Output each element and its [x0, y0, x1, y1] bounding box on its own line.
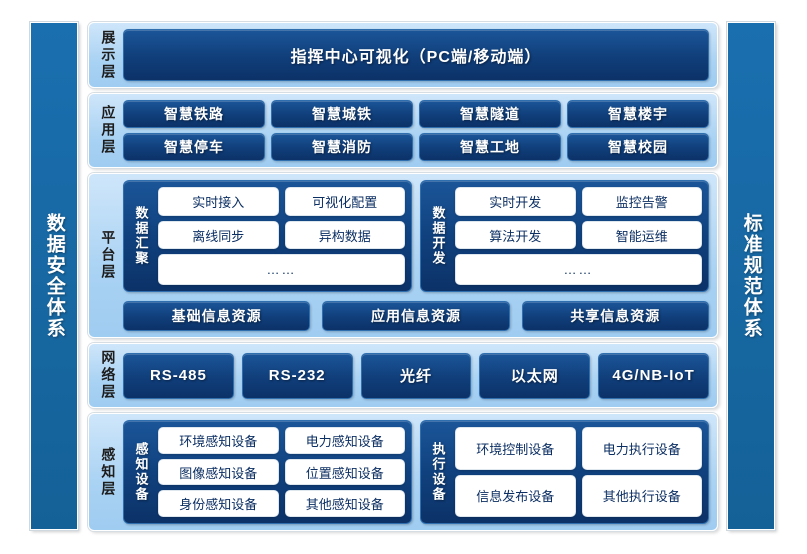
- layer-network-label: 网络层: [100, 350, 117, 401]
- sensing-item-environment[interactable]: 环境感知设备: [158, 427, 279, 454]
- aggregation-item-heterogeneous-data[interactable]: 异构数据: [284, 220, 405, 250]
- platform-group-data-development-items: 实时开发 监控告警 算法开发 智能运维 ……: [455, 187, 702, 286]
- aggregation-item-offline-sync[interactable]: 离线同步: [158, 220, 279, 250]
- app-item-smart-parking[interactable]: 智慧停车: [123, 133, 265, 161]
- aggregation-row-2: 离线同步 异构数据: [158, 220, 405, 250]
- sensing-item-location[interactable]: 位置感知设备: [284, 458, 405, 486]
- app-item-smart-firefighting[interactable]: 智慧消防: [271, 133, 413, 161]
- layer-stack: 展示层 指挥中心可视化（PC端/移动端） 应用层 智慧铁路 智慧城铁 智慧隧道 …: [88, 22, 718, 531]
- platform-group-data-aggregation-title: 数据汇聚: [133, 206, 149, 266]
- aggregation-item-visual-config[interactable]: 可视化配置: [284, 187, 405, 216]
- development-row-1: 实时开发 监控告警: [455, 187, 702, 216]
- development-item-realtime-dev[interactable]: 实时开发: [455, 187, 576, 216]
- app-item-smart-tunnel[interactable]: 智慧隧道: [419, 100, 561, 128]
- aggregation-item-realtime-access[interactable]: 实时接入: [158, 187, 279, 216]
- sensing-row-3: 身份感知设备 其他感知设备: [158, 490, 405, 518]
- development-row-2: 算法开发 智能运维: [455, 220, 702, 250]
- app-item-smart-urban-rail[interactable]: 智慧城铁: [271, 100, 413, 128]
- sensing-item-image[interactable]: 图像感知设备: [158, 458, 279, 486]
- actuating-item-power-execution[interactable]: 电力执行设备: [581, 427, 702, 470]
- layer-perception-body: 感知设备 环境感知设备 电力感知设备 图像感知设备 位置感知设备: [123, 420, 709, 524]
- perception-group-actuating-devices-items: 环境控制设备 电力执行设备 信息发布设备 其他执行设备: [455, 427, 702, 517]
- development-item-monitoring-alarm[interactable]: 监控告警: [581, 187, 702, 216]
- layer-application-body: 智慧铁路 智慧城铁 智慧隧道 智慧楼宇 智慧停车 智慧消防 智慧工地 智慧校园: [123, 100, 709, 161]
- layer-display-label: 展示层: [100, 29, 117, 81]
- aggregation-item-more[interactable]: ……: [158, 254, 405, 286]
- application-row-1: 智慧铁路 智慧城铁 智慧隧道 智慧楼宇: [123, 100, 709, 128]
- resource-application-information[interactable]: 应用信息资源: [322, 301, 510, 331]
- platform-group-data-aggregation-items: 实时接入 可视化配置 离线同步 异构数据 ……: [158, 187, 405, 286]
- pillar-right-label: 标准规范体系: [740, 213, 762, 339]
- actuating-item-information-release[interactable]: 信息发布设备: [455, 474, 576, 517]
- layer-platform-label: 平台层: [100, 230, 117, 281]
- perception-group-sensing-devices-items: 环境感知设备 电力感知设备 图像感知设备 位置感知设备 身份感知设备 其他感知设…: [158, 427, 405, 518]
- app-item-smart-construction-site[interactable]: 智慧工地: [419, 133, 561, 161]
- development-item-intelligent-ops[interactable]: 智能运维: [581, 220, 702, 250]
- actuating-item-environment-control[interactable]: 环境控制设备: [455, 427, 576, 470]
- display-command-center-box[interactable]: 指挥中心可视化（PC端/移动端）: [123, 29, 709, 81]
- platform-groups: 数据汇聚 实时接入 可视化配置 离线同步 异构数据 ……: [123, 180, 709, 292]
- actuating-item-other[interactable]: 其他执行设备: [581, 474, 702, 517]
- app-item-smart-campus[interactable]: 智慧校园: [567, 133, 709, 161]
- sensing-item-other[interactable]: 其他感知设备: [284, 490, 405, 518]
- layer-application: 应用层 智慧铁路 智慧城铁 智慧隧道 智慧楼宇 智慧停车 智慧消防 智慧工地 智…: [88, 93, 718, 168]
- app-item-smart-building[interactable]: 智慧楼宇: [567, 100, 709, 128]
- resource-basic-information[interactable]: 基础信息资源: [123, 301, 311, 331]
- network-item-fiber[interactable]: 光纤: [360, 352, 472, 399]
- development-item-more[interactable]: ……: [455, 254, 702, 286]
- actuating-row-2: 信息发布设备 其他执行设备: [455, 474, 702, 517]
- resource-shared-information[interactable]: 共享信息资源: [521, 301, 709, 331]
- network-item-rs232[interactable]: RS-232: [241, 352, 353, 399]
- network-item-ethernet[interactable]: 以太网: [479, 352, 591, 399]
- platform-group-data-development-title: 数据开发: [430, 206, 446, 266]
- layer-perception-label: 感知层: [100, 446, 117, 498]
- layer-platform: 平台层 数据汇聚 实时接入 可视化配置 离线同步 异: [88, 173, 718, 338]
- layer-perception: 感知层 感知设备 环境感知设备 电力感知设备 图像感知设备: [88, 413, 718, 531]
- application-row-2: 智慧停车 智慧消防 智慧工地 智慧校园: [123, 133, 709, 161]
- layer-platform-body: 数据汇聚 实时接入 可视化配置 离线同步 异构数据 ……: [123, 180, 709, 331]
- layer-application-label: 应用层: [100, 105, 117, 156]
- platform-resources: 基础信息资源 应用信息资源 共享信息资源: [123, 301, 709, 331]
- pillar-data-security: 数据安全体系: [30, 22, 78, 530]
- pillar-standards: 标准规范体系: [727, 22, 775, 530]
- layer-display: 展示层 指挥中心可视化（PC端/移动端）: [88, 22, 718, 88]
- aggregation-row-1: 实时接入 可视化配置: [158, 187, 405, 216]
- sensing-row-1: 环境感知设备 电力感知设备: [158, 427, 405, 454]
- platform-group-data-aggregation: 数据汇聚 实时接入 可视化配置 离线同步 异构数据 ……: [123, 180, 412, 292]
- layer-display-body: 指挥中心可视化（PC端/移动端）: [123, 29, 709, 81]
- network-item-rs485[interactable]: RS-485: [123, 352, 234, 399]
- platform-group-data-development: 数据开发 实时开发 监控告警 算法开发 智能运维 ……: [420, 180, 709, 292]
- layer-network: 网络层 RS-485 RS-232 光纤 以太网 4G/NB-IoT: [88, 343, 718, 408]
- sensing-row-2: 图像感知设备 位置感知设备: [158, 458, 405, 486]
- actuating-row-1: 环境控制设备 电力执行设备: [455, 427, 702, 470]
- sensing-item-power[interactable]: 电力感知设备: [284, 427, 405, 454]
- perception-groups: 感知设备 环境感知设备 电力感知设备 图像感知设备 位置感知设备: [123, 420, 709, 524]
- perception-group-actuating-devices: 执行设备 环境控制设备 电力执行设备 信息发布设备 其他执行设备: [420, 420, 709, 524]
- app-item-smart-railway[interactable]: 智慧铁路: [123, 100, 265, 128]
- sensing-item-identity[interactable]: 身份感知设备: [158, 490, 279, 518]
- network-items: RS-485 RS-232 光纤 以太网 4G/NB-IoT: [123, 352, 709, 399]
- layer-network-body: RS-485 RS-232 光纤 以太网 4G/NB-IoT: [123, 350, 709, 401]
- network-item-4g-nbiot[interactable]: 4G/NB-IoT: [598, 352, 709, 399]
- perception-group-sensing-devices-title: 感知设备: [133, 442, 149, 502]
- pillar-left-label: 数据安全体系: [43, 213, 65, 339]
- perception-group-actuating-devices-title: 执行设备: [430, 442, 446, 502]
- development-item-algorithm-dev[interactable]: 算法开发: [455, 220, 576, 250]
- perception-group-sensing-devices: 感知设备 环境感知设备 电力感知设备 图像感知设备 位置感知设备: [123, 420, 412, 524]
